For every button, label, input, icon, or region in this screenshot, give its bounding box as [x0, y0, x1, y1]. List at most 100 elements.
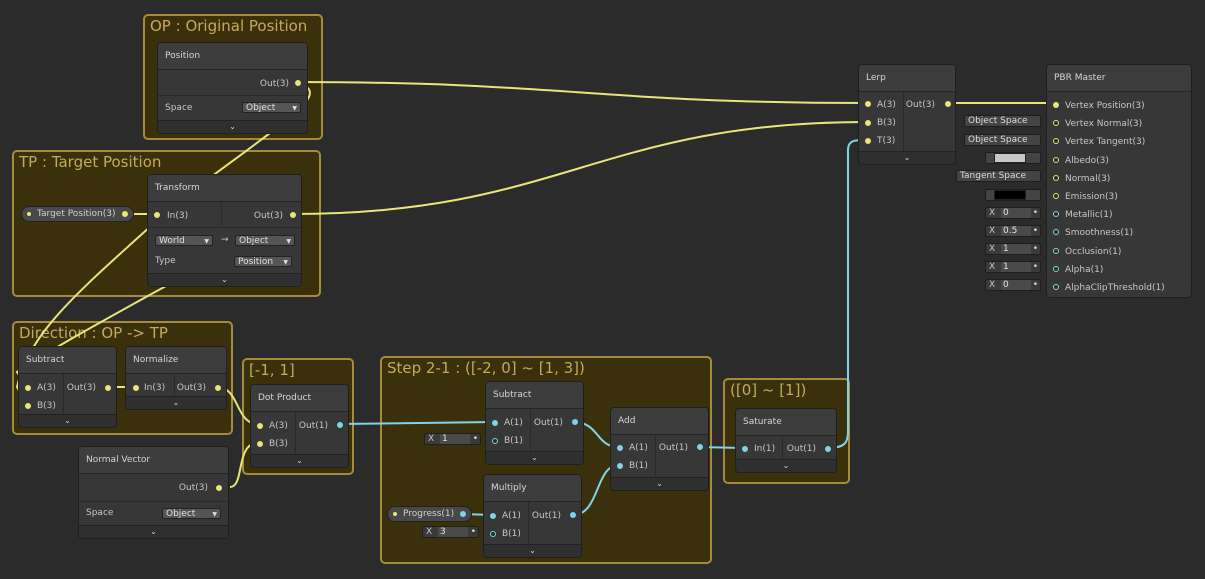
node-title[interactable]: Lerp [859, 65, 955, 92]
output-port[interactable] [697, 444, 703, 450]
add-node[interactable]: Add A(1) B(1) Out(1) ⌄ [610, 407, 709, 491]
input-port-b[interactable] [865, 120, 871, 126]
input-port[interactable] [1053, 247, 1059, 254]
value-input[interactable]: 3 [438, 527, 468, 537]
output-port[interactable] [215, 385, 221, 391]
from-space-dropdown[interactable]: World▼ [155, 235, 213, 246]
group-title[interactable]: Direction : OP -> TP [19, 324, 168, 342]
input-port-b[interactable] [492, 438, 498, 444]
position-node[interactable]: Position Out(3) Space Object▼ ⌄ [157, 42, 308, 134]
input-port-b[interactable] [617, 463, 623, 469]
output-port[interactable] [570, 512, 576, 518]
group-title[interactable]: ([0] ~ [1]) [730, 381, 807, 399]
subtract-scalar-node[interactable]: Subtract A(1) B(1) Out(1) ⌄ [485, 381, 584, 465]
smoothness-field[interactable]: X 0.5 • [985, 225, 1041, 237]
input-port[interactable] [1053, 156, 1059, 163]
vertex-tangent-space-field[interactable]: Object Space [964, 134, 1041, 146]
input-port[interactable] [1053, 229, 1059, 236]
expander-chevron-down-icon[interactable]: ⌄ [79, 525, 228, 538]
expander-chevron-down-icon[interactable]: ⌄ [158, 120, 307, 133]
multiply-b-value-field[interactable]: X 3 • [422, 526, 479, 538]
alpha-clip-threshold-field[interactable]: X 0 • [985, 279, 1041, 291]
node-title[interactable]: Normal Vector [79, 447, 228, 474]
expander-chevron-down-icon[interactable]: ⌄ [736, 459, 836, 472]
value-input[interactable]: 0 [1001, 208, 1031, 218]
output-port[interactable] [105, 385, 111, 391]
expander-chevron-down-icon[interactable]: ⌄ [486, 451, 583, 464]
group-title[interactable]: TP : Target Position [19, 153, 162, 171]
input-port-t[interactable] [865, 138, 871, 144]
node-title[interactable]: Transform [148, 175, 301, 202]
input-port[interactable] [1053, 120, 1059, 127]
input-port-a[interactable] [25, 385, 31, 391]
emission-color-swatch[interactable] [994, 190, 1026, 200]
input-port-b[interactable] [490, 531, 496, 537]
input-port[interactable] [1053, 193, 1059, 199]
dot-product-node[interactable]: Dot Product A(3) B(3) Out(1) ⌄ [250, 384, 349, 468]
expander-chevron-down-icon[interactable]: ⌄ [484, 544, 581, 557]
lerp-node[interactable]: Lerp A(3) B(3) T(3) Out(3) ⌄ [858, 64, 956, 165]
saturate-node[interactable]: Saturate In(1) Out(1) ⌄ [735, 408, 837, 473]
expander-chevron-down-icon[interactable]: ⌄ [859, 151, 955, 164]
multiply-node[interactable]: Multiply A(1) B(1) Out(1) ⌄ [483, 474, 582, 558]
output-port[interactable] [460, 511, 467, 517]
space-dropdown[interactable]: Object▼ [242, 102, 301, 113]
node-title[interactable]: Add [611, 408, 708, 435]
input-port-a[interactable] [492, 420, 498, 426]
output-port[interactable] [295, 80, 301, 86]
subtract-b-value-field[interactable]: X 1 • [424, 433, 481, 445]
value-input[interactable]: 0 [1001, 280, 1031, 290]
output-port[interactable] [572, 419, 578, 425]
output-port[interactable] [216, 485, 222, 491]
normal-space-field[interactable]: Tangent Space [956, 170, 1041, 182]
input-port[interactable] [1053, 265, 1059, 272]
alpha-field[interactable]: X 1 • [985, 261, 1041, 273]
group-title[interactable]: [-1, 1] [249, 361, 295, 379]
expander-chevron-down-icon[interactable]: ⌄ [126, 396, 226, 409]
occlusion-field[interactable]: X 1 • [985, 243, 1041, 255]
value-input[interactable]: 0.5 [1001, 226, 1031, 236]
space-dropdown[interactable]: Object▼ [162, 508, 221, 519]
output-port[interactable] [945, 101, 951, 107]
node-title[interactable]: PBR Master [1047, 65, 1191, 92]
input-port[interactable] [1053, 174, 1059, 181]
input-port[interactable] [1053, 138, 1059, 145]
pbr-master-node[interactable]: PBR Master Vertex Position(3)Vertex Norm… [1046, 64, 1192, 298]
node-title[interactable]: Subtract [486, 382, 583, 409]
emission-color-field[interactable] [985, 189, 1041, 201]
input-port[interactable] [133, 385, 139, 391]
node-title[interactable]: Normalize [126, 347, 226, 374]
transform-node[interactable]: Transform In(3) Out(3) World▼ → Object▼ … [147, 174, 302, 287]
input-port-a[interactable] [617, 445, 623, 451]
expander-chevron-down-icon[interactable]: ⌄ [611, 477, 708, 490]
albedo-color-swatch[interactable] [994, 153, 1026, 163]
albedo-color-field[interactable] [985, 152, 1041, 164]
input-port-a[interactable] [865, 101, 871, 107]
output-port[interactable] [825, 446, 831, 452]
output-port[interactable] [121, 211, 128, 217]
node-title[interactable]: Subtract [19, 347, 116, 374]
input-port[interactable] [154, 212, 160, 218]
input-port-b[interactable] [25, 403, 31, 409]
input-port-a[interactable] [257, 423, 263, 429]
to-space-dropdown[interactable]: Object▼ [235, 235, 295, 246]
node-title[interactable]: Dot Product [251, 385, 348, 412]
input-port-a[interactable] [490, 513, 496, 519]
input-port[interactable] [1053, 284, 1059, 290]
output-port[interactable] [337, 422, 343, 428]
target-position-property[interactable]: Target Position(3) [21, 206, 134, 222]
subtract-vector-node[interactable]: Subtract A(3) B(3) Out(3) ⌄ [18, 346, 117, 428]
value-input[interactable]: 1 [440, 434, 470, 444]
node-title[interactable]: Position [158, 43, 307, 70]
value-input[interactable]: 1 [1001, 244, 1031, 254]
input-port[interactable] [1053, 211, 1059, 218]
type-dropdown[interactable]: Position▼ [234, 256, 292, 267]
progress-property[interactable]: Progress(1) [387, 506, 473, 522]
expander-chevron-down-icon[interactable]: ⌄ [148, 273, 301, 286]
metallic-field[interactable]: X 0 • [985, 207, 1041, 219]
value-input[interactable]: 1 [1001, 262, 1031, 272]
input-port[interactable] [742, 446, 748, 452]
node-title[interactable]: Saturate [736, 409, 836, 436]
group-title[interactable]: Step 2-1 : ([-2, 0] ~ [1, 3]) [387, 359, 585, 377]
expander-chevron-down-icon[interactable]: ⌄ [251, 454, 348, 467]
